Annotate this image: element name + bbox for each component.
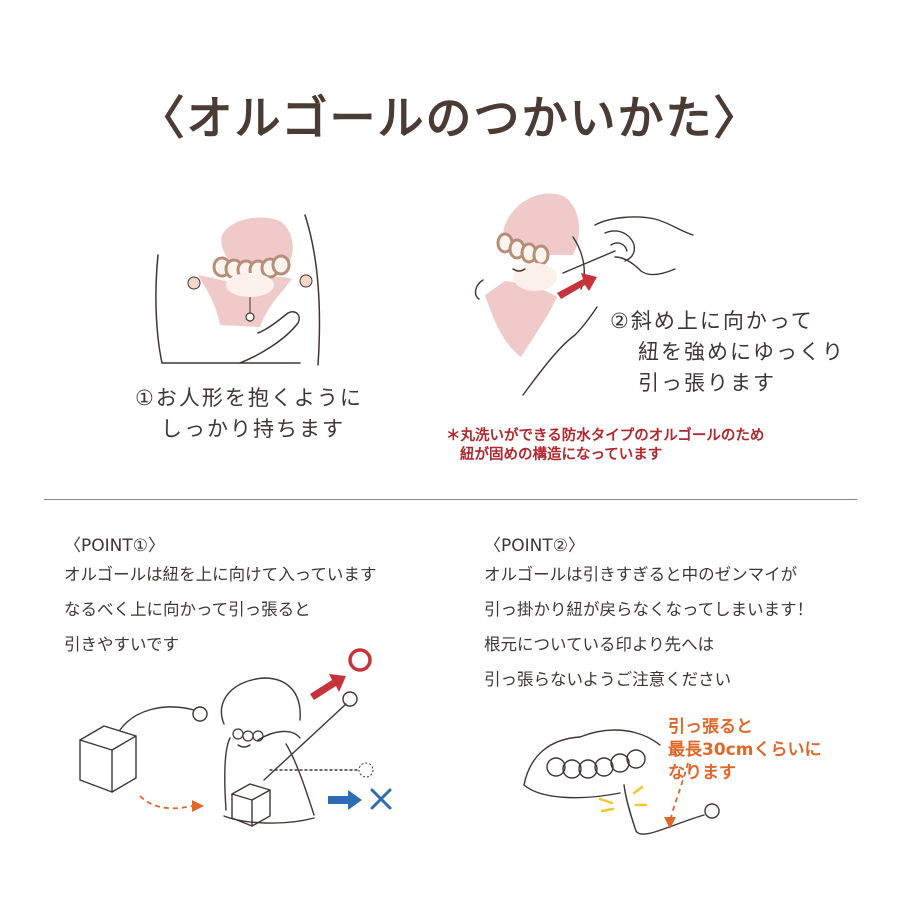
- step1-line: しっかり持ちます: [161, 417, 345, 441]
- point2-body: オルゴールは引きすぎると中のゼンマイが 引っ掛かり紐が戻らなくなってしまいます！…: [484, 557, 813, 697]
- point1-line: オルゴールは紐を上に向けて入っています: [64, 565, 377, 584]
- step1-instruction: ①お人形を抱くように しっかり持ちます: [135, 383, 363, 445]
- length-note-line: なります: [668, 763, 736, 783]
- point2-heading: 〈POINT②〉: [484, 536, 585, 556]
- waterproof-note: ＊丸洗いができる防水タイプのオルゴールのため 紐が固めの構造になっています: [446, 427, 764, 465]
- point1-heading: 〈POINT①〉: [64, 536, 165, 556]
- step2-line: ②斜め上に向かって: [610, 309, 814, 333]
- step2-illustration: [474, 193, 694, 396]
- point2-illustration: [523, 729, 720, 835]
- note-line: 紐が固めの構造になっています: [460, 447, 663, 463]
- step2-instruction: ②斜め上に向かって 紐を強めにゆっくり 引っ張ります: [610, 306, 845, 399]
- section-divider: [44, 499, 857, 500]
- length-note: 引っ張ると 最長30cmくらいに なります: [668, 716, 821, 785]
- step2-line: 引っ張ります: [638, 371, 776, 395]
- note-line: ＊丸洗いができる防水タイプのオルゴールのため: [446, 428, 765, 444]
- point1-line: 引きやすいです: [64, 635, 180, 654]
- length-note-line: 引っ張ると: [668, 717, 753, 737]
- point2-line: オルゴールは引きすぎると中のゼンマイが: [484, 565, 798, 584]
- point2-line: 根元についている印より先へは: [484, 635, 715, 654]
- point2-line: 引っ掛かり紐が戻らなくなってしまいます！: [484, 600, 814, 619]
- point1-line: なるべく上に向かって引っ張ると: [64, 600, 311, 619]
- point1-illustration: [79, 648, 392, 827]
- length-note-line: 最長30cmくらいに: [668, 740, 822, 760]
- point1-body: オルゴールは紐を上に向けて入っています なるべく上に向かって引っ張ると 引きやす…: [64, 557, 376, 662]
- step1-line: ①お人形を抱くように: [135, 386, 363, 410]
- page-title: 〈オルゴールのつかいかた〉: [138, 91, 762, 145]
- point2-line: 引っ張らないようご注意ください: [484, 670, 732, 689]
- step1-illustration: [155, 214, 321, 366]
- step2-line: 紐を強めにゆっくり: [638, 340, 845, 364]
